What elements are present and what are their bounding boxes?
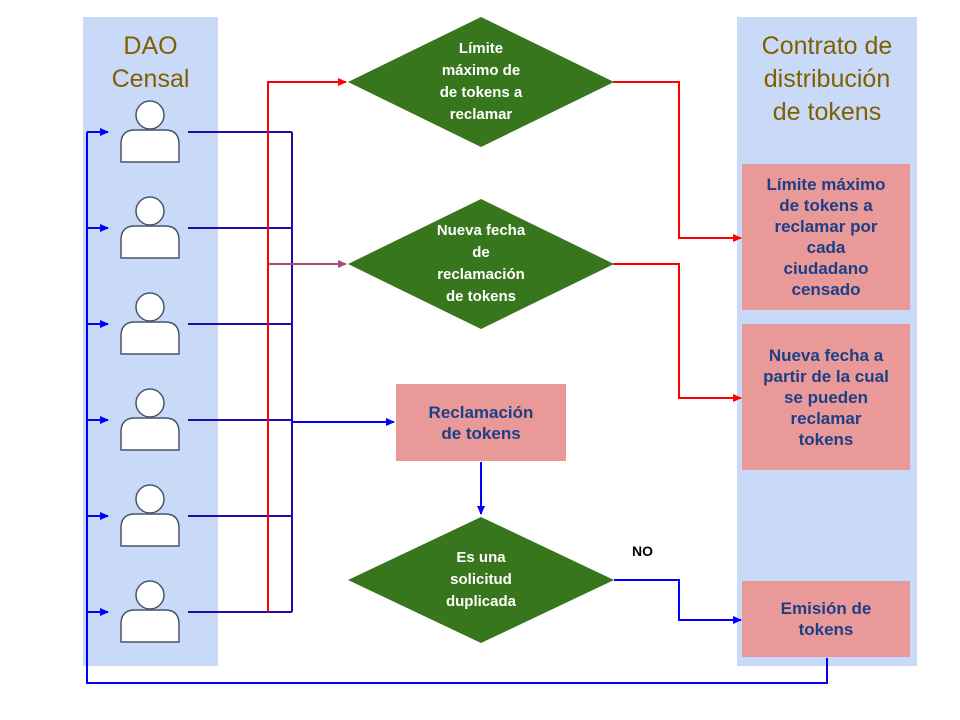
- decision-duplicate-shape: [348, 517, 614, 643]
- dao-lane-title: DAO Censal: [111, 32, 190, 93]
- user-icon: [120, 580, 180, 643]
- user-icon: [120, 388, 180, 451]
- limit-arrow: [267, 78, 347, 612]
- decision-duplicate-text: Es una solicitud duplicada: [445, 549, 516, 610]
- user-icon: [120, 292, 180, 355]
- contract-lane-title: Contrato de distribución de tokens: [761, 32, 893, 126]
- new-date-box: Nueva fecha a partir de la cual se puede…: [742, 324, 910, 470]
- decision-date-text: Nueva fecha de reclamación de tokens: [436, 222, 526, 305]
- user-icon: [120, 196, 180, 259]
- decision-limit-shape: [348, 17, 614, 147]
- limit-to-contract-arrow: [613, 81, 742, 242]
- duplicate-no-arrow: [614, 579, 742, 624]
- date-to-contract-arrow: [613, 263, 742, 402]
- users-group: [120, 100, 180, 643]
- claim-tokens-box: Reclamación de tokens: [396, 384, 566, 461]
- decision-limit-text: Límite máximo de de tokens a reclamar: [439, 40, 523, 123]
- no-label: NO: [632, 543, 653, 559]
- date-arrow: [267, 260, 347, 612]
- max-limit-box: Límite máximo de tokens a reclamar por c…: [742, 164, 910, 310]
- decision-date-shape: [348, 199, 614, 329]
- user-icon: [120, 100, 180, 163]
- emission-box: Emisión de tokens: [742, 581, 910, 657]
- user-outgoing-lines: [188, 131, 293, 613]
- feedback-loop: [86, 128, 828, 684]
- user-icon: [120, 484, 180, 547]
